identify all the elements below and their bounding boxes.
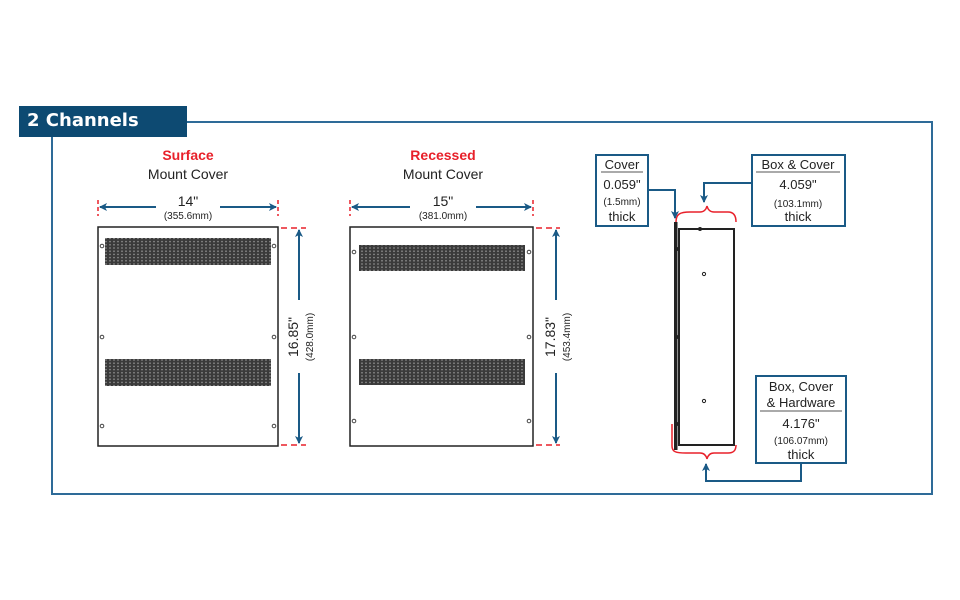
perforated-vent-icon: [359, 359, 525, 385]
recessed-height-dimension: 17.83" (453.4mm): [536, 227, 573, 446]
screw-hole-icon: [701, 398, 707, 404]
surface-cover-group: Surface Mount Cover 14" (355.6mm): [97, 147, 316, 447]
cover-thickness-callout: Cover 0.059" (1.5mm) thick: [595, 154, 649, 227]
hardware-heading-line1: Box, Cover: [769, 379, 834, 394]
screw-hole-icon: [526, 334, 532, 340]
box-cover-thickness-callout: Box & Cover 4.059" (103.1mm) thick: [751, 154, 846, 227]
recessed-title-accent: Recessed: [410, 147, 475, 163]
surface-height-in: 16.85": [285, 317, 301, 357]
recessed-width-mm: (381.0mm): [419, 211, 467, 222]
recessed-width-in: 15": [433, 193, 454, 209]
curly-brace-icon: [675, 205, 737, 223]
side-view-group: Cover 0.059" (1.5mm) thick Box & Cover 4…: [595, 154, 847, 482]
box-cover-heading: Box & Cover: [762, 157, 836, 172]
cover-leader-arrow: [648, 189, 679, 219]
cover-suffix: thick: [609, 209, 636, 224]
screw-hole-icon: [351, 418, 357, 424]
screw-hole-icon: [526, 249, 532, 255]
section-title-bar: [19, 106, 187, 137]
section-frame: [51, 121, 933, 495]
screw-hole-icon: [99, 243, 105, 249]
cover-heading: Cover: [605, 157, 640, 172]
screw-hole-icon: [99, 334, 105, 340]
screw-hole-icon: [99, 423, 105, 429]
surface-height-mm: (428.0mm): [305, 313, 316, 361]
perforated-vent-icon: [105, 238, 271, 265]
cover-value-mm: (1.5mm): [603, 197, 640, 208]
surface-width-dimension: 14" (355.6mm): [97, 193, 279, 222]
box-cover-value-in: 4.059": [779, 177, 817, 192]
screw-hole-icon: [526, 418, 532, 424]
perforated-vent-icon: [359, 245, 525, 271]
box-cover-suffix: thick: [785, 209, 812, 224]
hardware-value-in: 4.176": [782, 416, 820, 431]
screw-hole-icon: [351, 334, 357, 340]
cover-value-in: 0.059": [603, 177, 641, 192]
hardware-leader-arrow: [702, 463, 802, 482]
surface-width-mm: (355.6mm): [164, 211, 212, 222]
hardware-thickness-callout: Box, Cover & Hardware 4.176" (106.07mm) …: [755, 375, 847, 464]
recessed-height-mm: (453.4mm): [562, 313, 573, 361]
surface-height-dimension: 16.85" (428.0mm): [281, 227, 316, 446]
box-cover-leader-arrow: [700, 182, 752, 203]
screw-hole-icon: [351, 249, 357, 255]
screw-hole-icon: [701, 271, 707, 277]
screw-hole-icon: [271, 334, 277, 340]
surface-width-in: 14": [178, 193, 199, 209]
hardware-suffix: thick: [788, 447, 815, 462]
screw-hole-icon: [271, 423, 277, 429]
curly-brace-icon: [671, 424, 737, 460]
section-title: 2 Channels: [27, 110, 139, 131]
surface-title-accent: Surface: [162, 147, 214, 163]
recessed-width-dimension: 15" (381.0mm): [349, 193, 534, 222]
enclosure-box-side: [678, 228, 735, 446]
recessed-cover-group: Recessed Mount Cover 15" (381.0mm) 17: [349, 147, 573, 447]
recessed-height-in: 17.83": [542, 317, 558, 357]
screw-hole-icon: [271, 243, 277, 249]
recessed-title-rest: Mount Cover: [403, 166, 483, 182]
surface-title-rest: Mount Cover: [148, 166, 228, 182]
box-cover-value-mm: (103.1mm): [774, 199, 822, 210]
perforated-vent-icon: [105, 359, 271, 386]
hardware-heading-line2: & Hardware: [767, 395, 836, 410]
hardware-value-mm: (106.07mm): [774, 436, 828, 447]
